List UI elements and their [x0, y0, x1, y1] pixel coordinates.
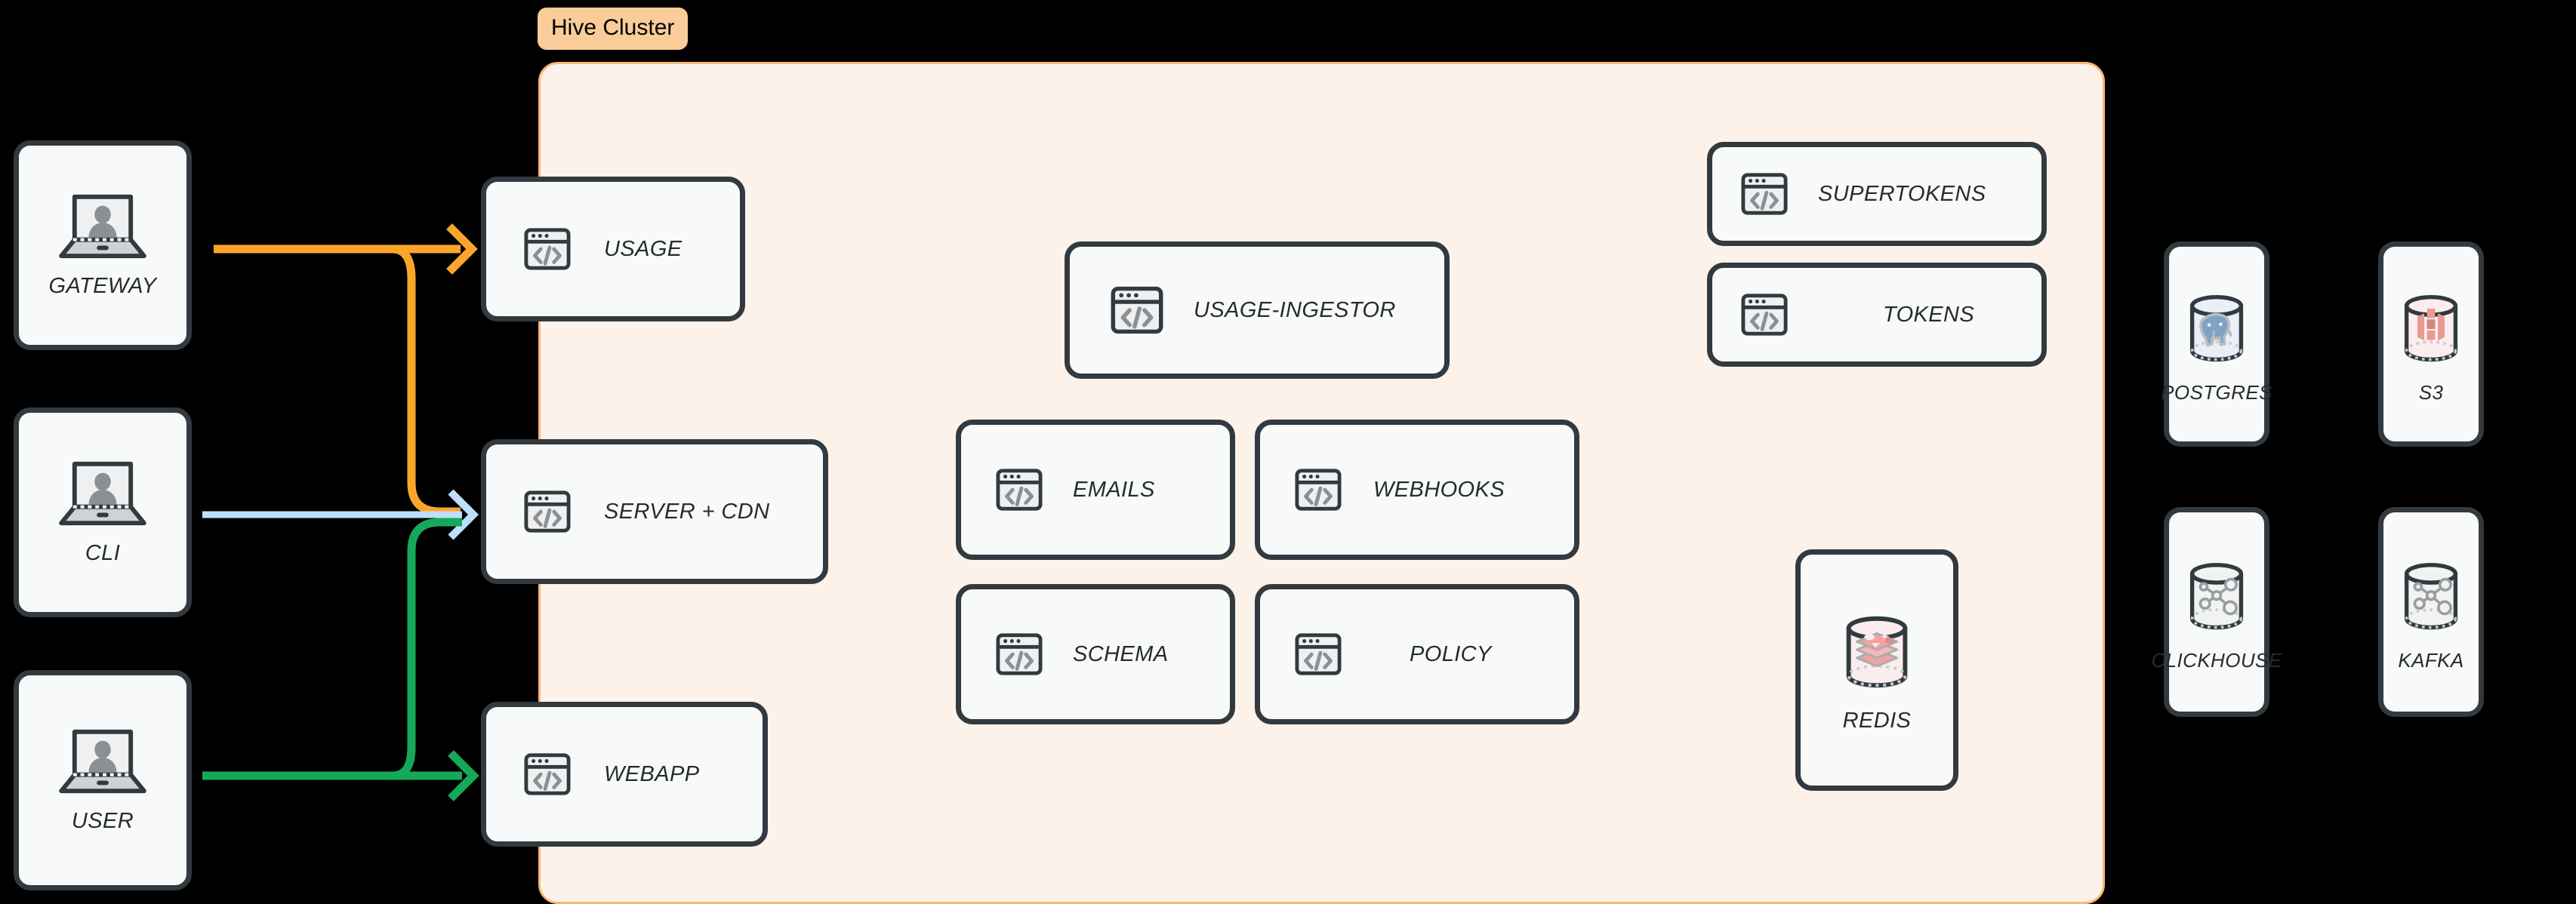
actor-card-gateway[interactable]: GATEWAY [14, 140, 192, 350]
datastore-label: POSTGRES [2161, 380, 2272, 404]
code-window-icon [1111, 284, 1163, 337]
service-card-server-cdn[interactable]: SERVER + CDN [481, 439, 828, 584]
datastore-card-postgres[interactable]: POSTGRES [2161, 241, 2272, 447]
laptop-user-icon [58, 192, 147, 262]
service-card-webhooks[interactable]: WEBHOOKS [1255, 420, 1579, 560]
code-window-icon [524, 488, 571, 535]
postgres-cylinder-icon [2172, 284, 2261, 374]
service-label: TOKENS [1883, 302, 1975, 327]
service-label: SCHEMA [1073, 641, 1169, 666]
code-window-icon [996, 466, 1043, 513]
s3-cylinder-icon [2386, 284, 2476, 374]
arrowhead-gateway-usage [446, 223, 478, 275]
hive-cluster-badge: Hive Cluster [538, 8, 689, 50]
connection-user [202, 518, 462, 780]
arrowhead-user-webapp [448, 750, 479, 801]
code-window-icon [524, 751, 571, 798]
service-label: SUPERTOKENS [1818, 181, 1986, 206]
nodes-cylinder-icon [2386, 552, 2476, 641]
code-window-icon [524, 226, 571, 272]
actor-label: USER [71, 808, 134, 833]
code-window-icon [1741, 291, 1788, 338]
actor-label: GATEWAY [48, 273, 157, 298]
service-label: WEBAPP [604, 761, 700, 786]
service-label: USAGE-INGESTOR [1194, 297, 1396, 322]
actor-label: CLI [85, 540, 121, 565]
service-card-emails[interactable]: EMAILS [956, 420, 1235, 560]
datastore-card-kafka[interactable]: KAFKA [2378, 507, 2484, 717]
datastore-label: S3 [2418, 380, 2444, 404]
datastore-card-s3[interactable]: S3 [2378, 241, 2484, 447]
service-card-usage[interactable]: USAGE [481, 177, 745, 321]
datastore-label: REDIS [1842, 708, 1912, 733]
datastore-card-clickhouse[interactable]: CLICKHOUSE [2151, 507, 2282, 717]
service-label: WEBHOOKS [1373, 477, 1505, 502]
service-card-webapp[interactable]: WEBAPP [481, 702, 768, 847]
service-label: EMAILS [1073, 477, 1155, 502]
service-label: SERVER + CDN [604, 499, 770, 524]
nodes-cylinder-icon [2172, 552, 2261, 641]
datastore-label: KAFKA [2398, 648, 2464, 672]
service-card-schema[interactable]: SCHEMA [956, 584, 1235, 724]
laptop-user-icon [58, 460, 147, 529]
connection-gateway [214, 244, 461, 516]
code-window-icon [1295, 466, 1342, 513]
redis-cylinder-icon [1832, 607, 1921, 696]
actor-card-user[interactable]: USER [14, 670, 192, 890]
laptop-user-icon [58, 727, 147, 797]
arrowhead-cli-server [448, 489, 479, 540]
service-card-tokens[interactable]: TOKENS [1707, 263, 2047, 367]
actor-card-cli[interactable]: CLI [14, 407, 192, 617]
service-label: USAGE [604, 236, 683, 261]
service-card-policy[interactable]: POLICY [1255, 584, 1579, 724]
datastore-card-redis[interactable]: REDIS [1795, 549, 1958, 791]
service-label: POLICY [1410, 641, 1492, 666]
datastore-label: CLICKHOUSE [2151, 648, 2282, 672]
code-window-icon [996, 631, 1043, 678]
code-window-icon [1295, 631, 1342, 678]
service-card-usage-ingestor[interactable]: USAGE-INGESTOR [1065, 241, 1450, 379]
code-window-icon [1741, 171, 1788, 217]
service-card-supertokens[interactable]: SUPERTOKENS [1707, 142, 2047, 246]
